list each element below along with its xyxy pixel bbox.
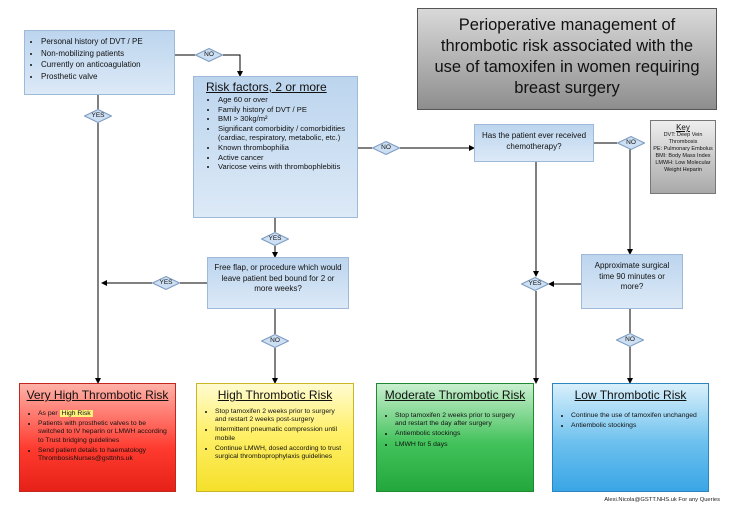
no-decision-diamond: NO (616, 333, 644, 347)
high-risk-highlight: High Risk (59, 410, 93, 417)
yes-decision-diamond: YES (521, 277, 549, 291)
very-high-risk-title: Very High Thrombotic Risk (26, 388, 169, 402)
moderate-risk-title: Moderate Thrombotic Risk (384, 388, 526, 402)
low-risk-box: Low Thrombotic Risk Continue the use of … (552, 383, 709, 492)
key-title: Key (676, 123, 690, 132)
list-item: Personal history of DVT / PE (41, 36, 174, 48)
list-item: Active cancer (218, 153, 353, 163)
key-line: PE: Pulmonary Embolus (653, 146, 713, 152)
list-item: Currently on anticoagulation (41, 59, 174, 71)
key-box: Key DVT: Deep Vein Thrombosis PE: Pulmon… (650, 120, 716, 194)
risk-factors-box: Risk factors, 2 or more Age 60 or over F… (193, 76, 358, 218)
low-risk-list: Continue the use of tamoxifen unchanged … (553, 412, 708, 430)
free-flap-question-box: Free flap, or procedure which would leav… (207, 257, 349, 309)
no-decision-diamond: NO (617, 136, 645, 150)
moderate-risk-box: Moderate Thrombotic Risk Stop tamoxifen … (376, 383, 534, 492)
list-item: Intermittent pneumatic compression until… (215, 426, 347, 442)
yes-decision-diamond: YES (152, 276, 180, 290)
no-label: NO (204, 51, 214, 58)
list-item: Stop tamoxifen 2 weeks prior to surgery … (215, 408, 347, 424)
list-item: Antiembolic stockings (395, 430, 527, 438)
list-item: Known thrombophilia (218, 143, 353, 153)
free-flap-question: Free flap, or procedure which would leav… (214, 263, 342, 293)
very-high-risk-box: Very High Thrombotic Risk As per High Ri… (19, 383, 176, 492)
risk-factors-heading: Risk factors, 2 or more (206, 80, 327, 94)
yes-decision-diamond: YES (84, 109, 112, 123)
list-item: Patients with prosthetic valves to be sw… (38, 420, 169, 445)
low-risk-title: Low Thrombotic Risk (574, 388, 687, 402)
title-box: Perioperative management of thrombotic r… (417, 8, 717, 110)
list-item: BMI > 30kg/m² (218, 114, 353, 124)
high-risk-list: Stop tamoxifen 2 weeks prior to surgery … (197, 408, 353, 461)
no-label: NO (626, 139, 636, 146)
list-item: Age 60 or over (218, 95, 353, 105)
chemotherapy-question-box: Has the patient ever received chemothera… (474, 124, 594, 162)
no-decision-diamond: NO (372, 141, 400, 155)
page-title: Perioperative management of thrombotic r… (434, 16, 700, 97)
history-criteria-box: Personal history of DVT / PE Non-mobiliz… (24, 30, 175, 95)
very-high-risk-list: As per High Risk Patients with prostheti… (20, 410, 175, 463)
list-item: Stop tamoxifen 2 weeks prior to surgery … (395, 412, 527, 428)
risk-factors-list: Age 60 or over Family history of DVT / P… (194, 95, 357, 172)
footer-contact: Alexi.Nicola@GSTT.NHS.uk For any Queries (604, 497, 720, 503)
list-item: Antiembolic stockings (571, 422, 702, 430)
no-decision-diamond: NO (195, 48, 223, 62)
no-label: NO (381, 144, 391, 151)
yes-label: YES (91, 112, 105, 119)
yes-label: YES (268, 235, 282, 242)
list-item: Family history of DVT / PE (218, 105, 353, 115)
list-item: Non-mobilizing patients (41, 48, 174, 60)
as-per-text: As per (38, 410, 58, 417)
moderate-risk-list: Stop tamoxifen 2 weeks prior to surgery … (377, 412, 533, 449)
high-risk-title: High Thrombotic Risk (217, 388, 333, 402)
list-item: Send patient details to haematology Thro… (38, 447, 169, 463)
key-line: DVT: Deep Vein Thrombosis (663, 132, 703, 145)
key-line: LMWH: Low Molecular Weight Heparin (655, 160, 711, 173)
list-item: Prosthetic valve (41, 71, 174, 83)
high-risk-box: High Thrombotic Risk Stop tamoxifen 2 we… (196, 383, 354, 492)
list-item: Continue LMWH, dosed according to trust … (215, 445, 347, 461)
yes-label: YES (159, 279, 173, 286)
key-line: BMI: Body Mass Index (655, 153, 711, 159)
chemotherapy-question: Has the patient ever received chemothera… (481, 131, 587, 151)
list-item: Varicose veins with thrombophlebitis (218, 162, 353, 172)
list-item: Significant comorbidity / comorbidities … (218, 124, 353, 143)
yes-label: YES (528, 280, 542, 287)
no-label: NO (625, 336, 635, 343)
surgical-time-question-box: Approximate surgical time 90 minutes or … (581, 254, 683, 309)
surgical-time-question: Approximate surgical time 90 minutes or … (594, 261, 670, 291)
list-item: LMWH for 5 days (395, 441, 527, 449)
no-label: NO (270, 337, 280, 344)
no-decision-diamond: NO (261, 334, 289, 348)
list-item: As per High Risk (38, 410, 169, 418)
history-criteria-list: Personal history of DVT / PE Non-mobiliz… (25, 36, 174, 82)
yes-decision-diamond: YES (261, 232, 289, 246)
list-item: Continue the use of tamoxifen unchanged (571, 412, 702, 420)
